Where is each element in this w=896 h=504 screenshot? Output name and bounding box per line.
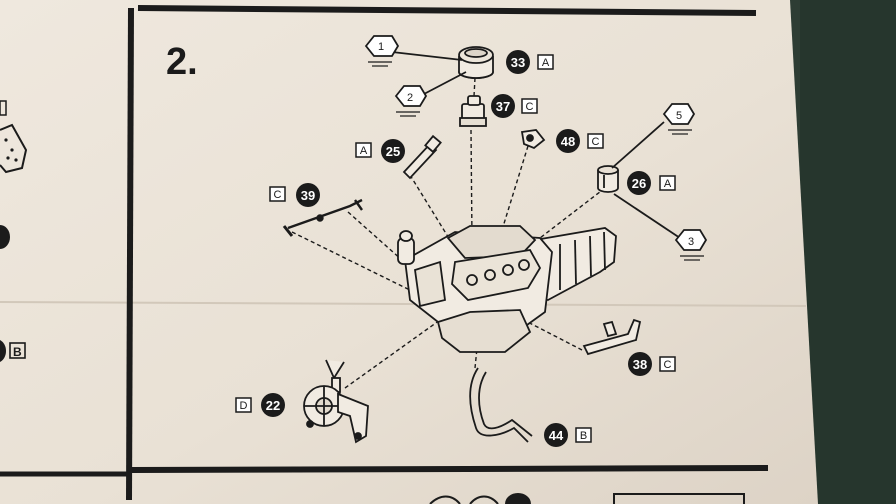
oil-filter-sketch [597, 165, 619, 193]
engine-assembly-drawing [397, 225, 617, 353]
decal-marker-5: 5 [662, 103, 696, 135]
left-panel-letter-b: B [13, 345, 22, 359]
svg-text:A: A [360, 145, 368, 157]
svg-text:C: C [592, 136, 600, 148]
svg-text:26: 26 [632, 176, 646, 191]
part-callout-25: A 25 [355, 139, 405, 163]
svg-text:44: 44 [549, 428, 564, 443]
air-cleaner-sketch [458, 46, 494, 79]
panel-border-bottom [131, 465, 769, 473]
decal-marker-1: 1 [364, 35, 400, 67]
svg-text:48: 48 [561, 134, 575, 149]
svg-text:A: A [542, 57, 550, 69]
svg-text:33: 33 [511, 55, 525, 70]
svg-text:25: 25 [386, 144, 400, 159]
part-callout-22: D 22 [235, 393, 285, 417]
svg-text:3: 3 [688, 236, 694, 248]
part-callout-44: 44 B [544, 423, 592, 447]
svg-text:C: C [664, 359, 672, 371]
svg-text:37: 37 [496, 99, 510, 114]
svg-text:38: 38 [633, 357, 647, 372]
svg-text:1: 1 [378, 41, 384, 53]
svg-text:D: D [240, 400, 248, 412]
part-callout-37: 37 C [491, 94, 538, 118]
next-step-fragment [429, 493, 745, 504]
part-callout-26: 26 A [627, 171, 676, 195]
decal-marker-3: 3 [674, 229, 708, 261]
fuel-pump-sketch [520, 129, 546, 150]
panel-border-left [126, 7, 134, 501]
decal-pointer-lines [391, 51, 681, 239]
panel-border-top [137, 5, 757, 16]
svg-text:5: 5 [676, 110, 682, 122]
part-callout-48: 48 C [556, 129, 604, 153]
svg-text:C: C [526, 101, 534, 113]
part-callout-33: 33 A [506, 50, 554, 74]
linkage-rod-sketch [282, 198, 363, 237]
exhaust-pipe-sketch [582, 318, 642, 356]
svg-text:22: 22 [266, 398, 280, 413]
svg-text:39: 39 [301, 188, 315, 203]
fan-bracket-sketch [303, 359, 369, 444]
step-number: 2. [166, 41, 198, 83]
distributor-sketch [402, 134, 442, 180]
svg-text:2: 2 [407, 92, 413, 104]
svg-text:A: A [664, 178, 672, 190]
fold-crease [0, 301, 807, 307]
part-callout-39: C 39 [269, 183, 320, 207]
svg-text:C: C [274, 189, 282, 201]
carburetor-sketch [459, 95, 487, 127]
part-callout-38: 38 C [628, 352, 676, 376]
left-panel-fragment: B [0, 100, 28, 362]
radiator-hose-sketch [469, 367, 533, 443]
decal-marker-2: 2 [394, 85, 428, 117]
svg-text:B: B [580, 430, 587, 442]
